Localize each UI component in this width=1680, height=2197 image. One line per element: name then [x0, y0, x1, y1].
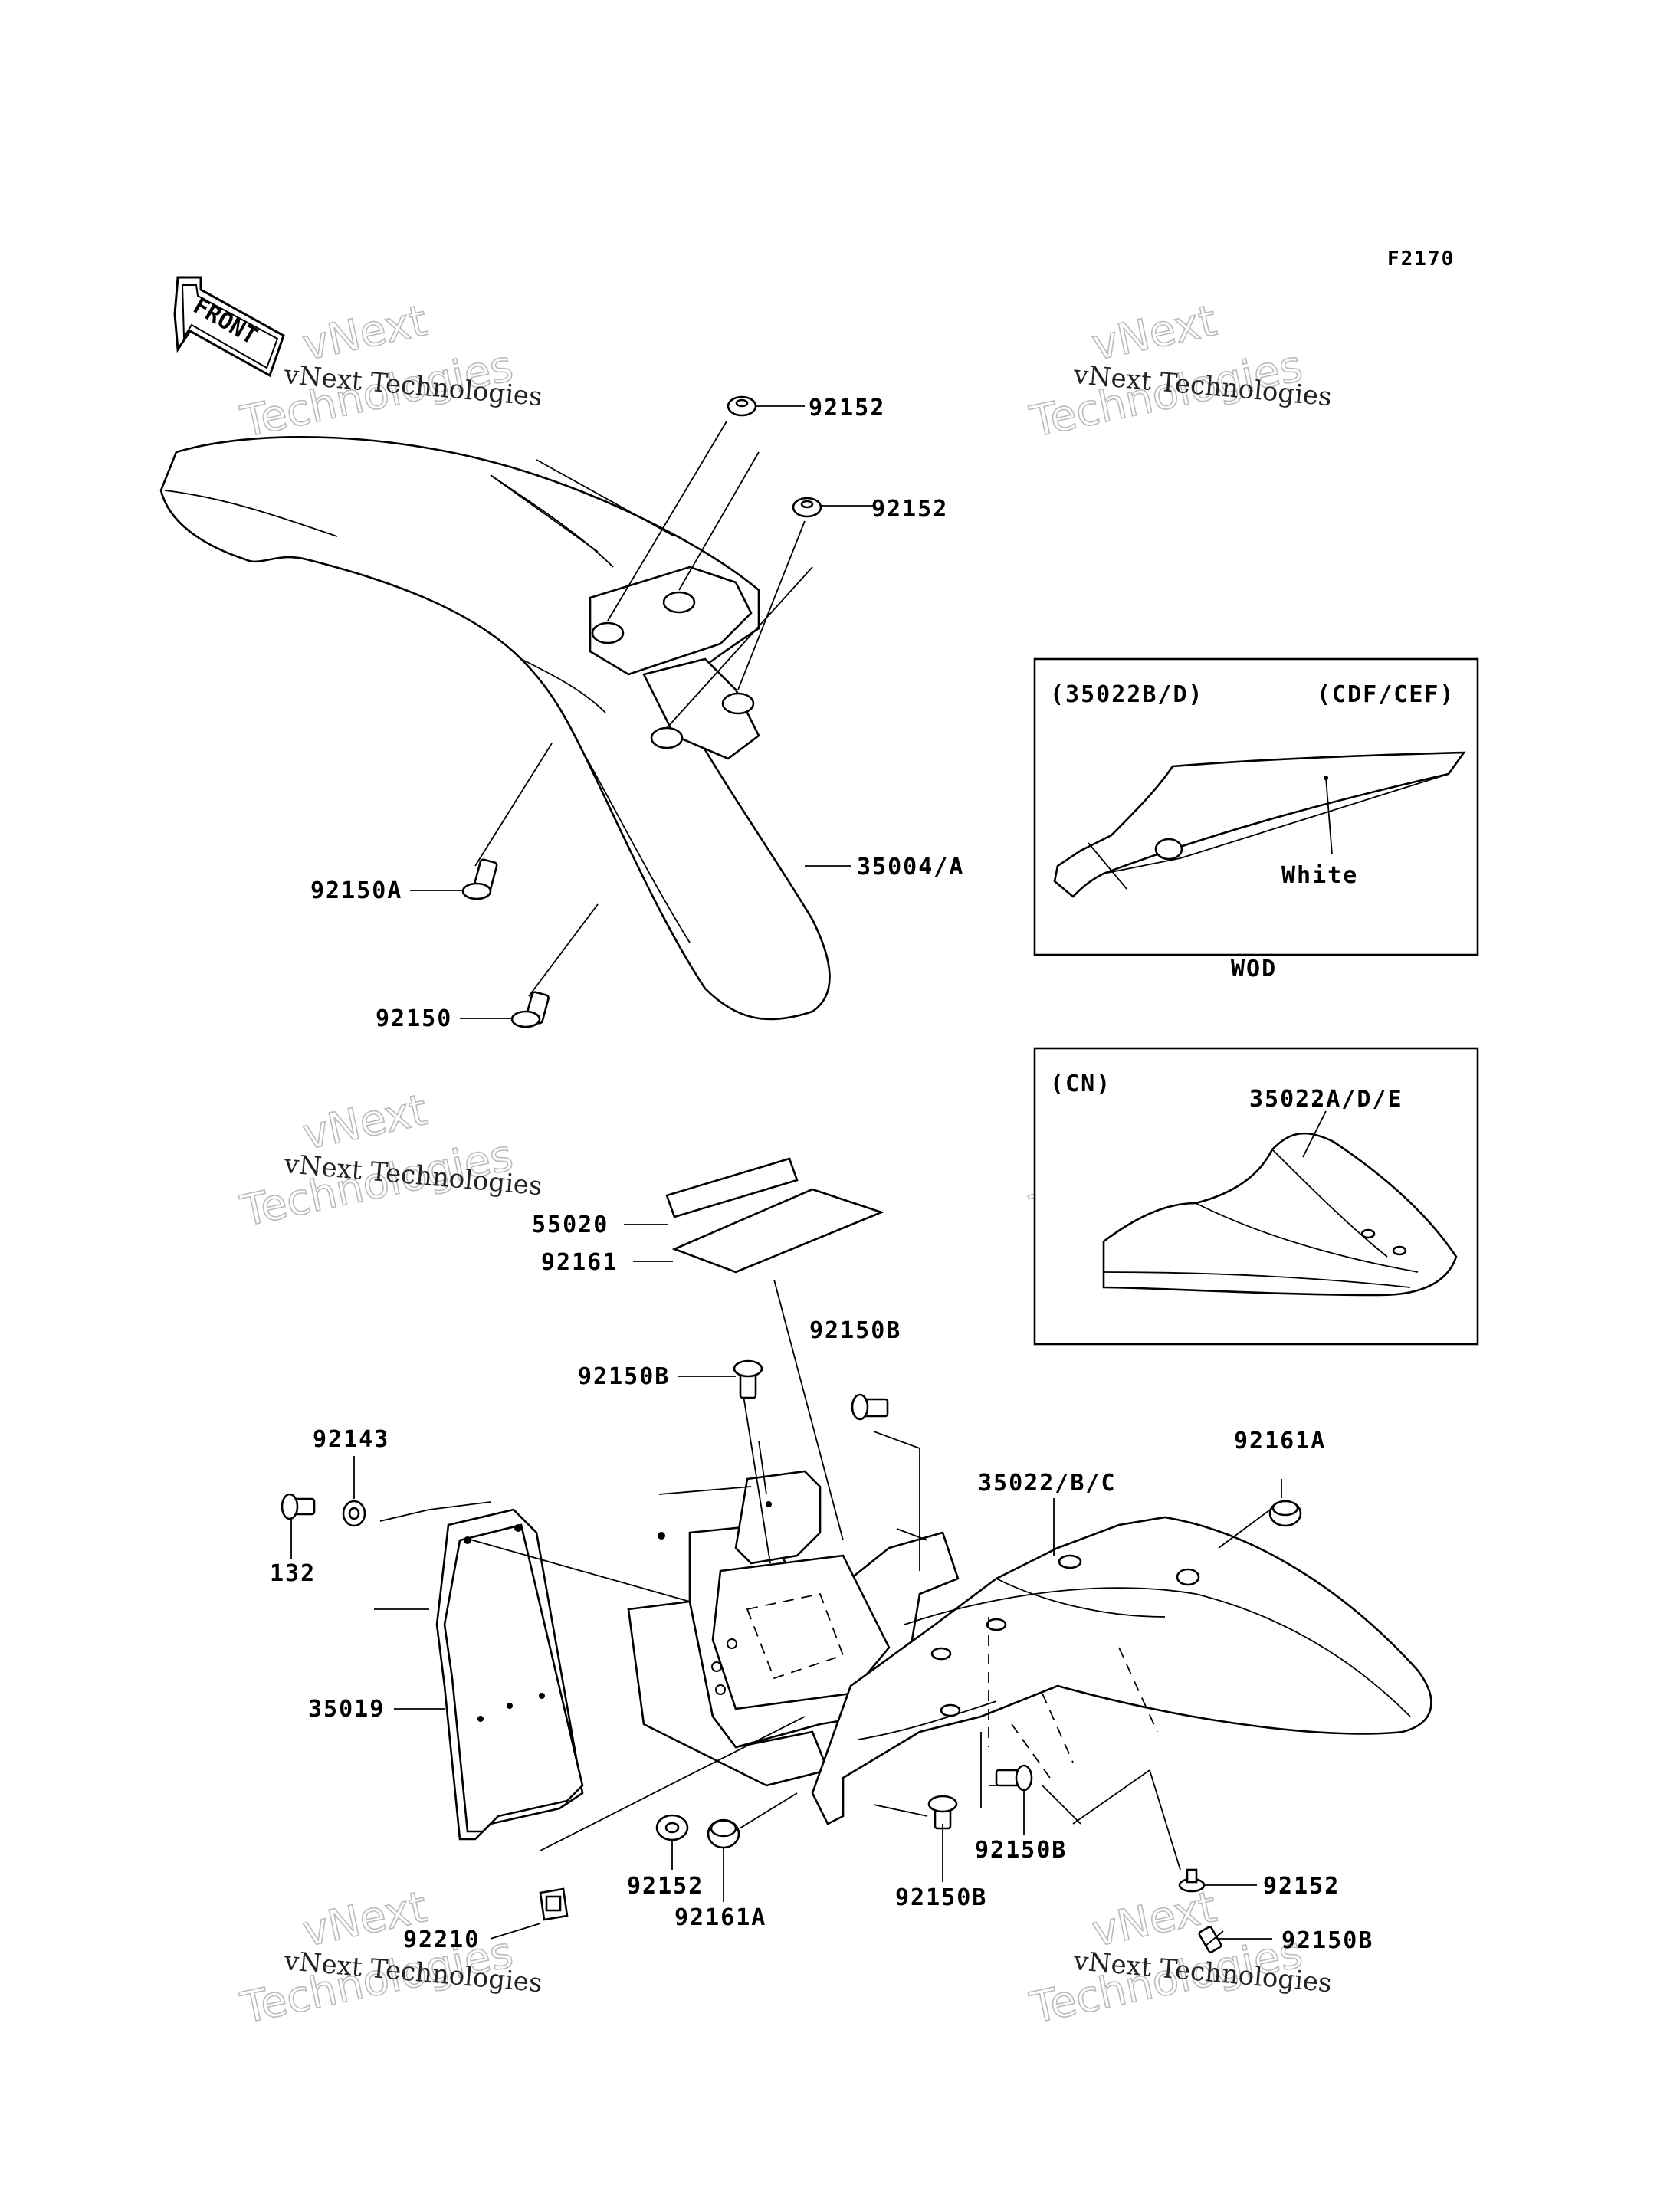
washer-icon: [1178, 1868, 1206, 1893]
part-label-92150B: 92150B: [1281, 1927, 1373, 1954]
bolt-icon: [995, 1764, 1033, 1792]
nut-icon: [342, 1500, 366, 1527]
inset-cn: (CN) 35022A/D/E: [1033, 1047, 1479, 1346]
license-plate-bracket: [428, 1501, 691, 1841]
part-label-92152: 92152: [809, 395, 885, 421]
part-label-92150: 92150: [376, 1005, 452, 1032]
washer-icon: [655, 1814, 689, 1841]
svg-text:vNext: vNext: [298, 1085, 431, 1160]
part-label-92210: 92210: [403, 1926, 480, 1953]
decal-55020: [665, 1157, 799, 1218]
bolt-icon: [281, 1493, 316, 1520]
part-label-92161: 92161: [541, 1249, 618, 1276]
part-label-92150A: 92150A: [310, 877, 402, 904]
inset-wod-caption: WOD: [1231, 956, 1277, 982]
part-label-35022-B-C: 35022/B/C: [978, 1470, 1117, 1497]
part-label-92152: 92152: [627, 1873, 704, 1900]
diagram-ref-code: F2170: [1387, 248, 1455, 271]
bolt-icon: [927, 1795, 958, 1830]
inset-wod-note: White: [1281, 862, 1358, 889]
inset-wod: (35022B/D) (CDF/CEF) White: [1033, 657, 1479, 956]
clip-nut-icon: [539, 1887, 569, 1921]
bolt-icon: [733, 1359, 763, 1399]
part-label-92161A: 92161A: [1234, 1428, 1326, 1454]
bolt-icon: [510, 991, 550, 1028]
washer-icon: [792, 497, 822, 518]
lower-leaders: [374, 1371, 1282, 1940]
part-label-92152: 92152: [871, 496, 948, 523]
part-label-35019: 35019: [308, 1696, 385, 1723]
bolt-icon: [1198, 1926, 1224, 1953]
washer-icon: [727, 395, 757, 417]
part-label-92161A: 92161A: [674, 1904, 766, 1931]
front-fender-leaders: [474, 405, 874, 997]
front-fender: [159, 436, 831, 1021]
front-arrow-icon: FRONT: [173, 276, 285, 378]
grommet-icon: [1268, 1500, 1302, 1527]
part-label-92152: 92152: [1263, 1873, 1340, 1900]
part-label-92143: 92143: [313, 1426, 389, 1453]
svg-text:vNext: vNext: [1088, 296, 1221, 371]
inset-wod-code: (35022B/D): [1050, 681, 1204, 708]
part-label-92150B: 92150B: [578, 1363, 670, 1390]
part-label-92150B: 92150B: [975, 1837, 1067, 1864]
grommet-icon: [707, 1818, 740, 1849]
svg-text:vNext: vNext: [1088, 1882, 1221, 1957]
part-label-132: 132: [270, 1560, 316, 1587]
inset-cn-variant: (CN): [1050, 1071, 1111, 1097]
bolt-icon: [461, 858, 498, 900]
svg-text:vNext: vNext: [298, 296, 431, 371]
inset-cn-code: 35022A/D/E: [1249, 1086, 1403, 1113]
part-label-55020: 55020: [532, 1212, 609, 1238]
inset-wod-variant: (CDF/CEF): [1317, 681, 1455, 708]
rear-fender: [811, 1516, 1432, 1825]
part-label-92150B: 92150B: [809, 1317, 901, 1344]
decal-92161: [671, 1188, 884, 1274]
part-label-92150B: 92150B: [895, 1884, 987, 1911]
part-label-35004-A: 35004/A: [857, 854, 964, 880]
bolt-icon: [851, 1393, 889, 1421]
